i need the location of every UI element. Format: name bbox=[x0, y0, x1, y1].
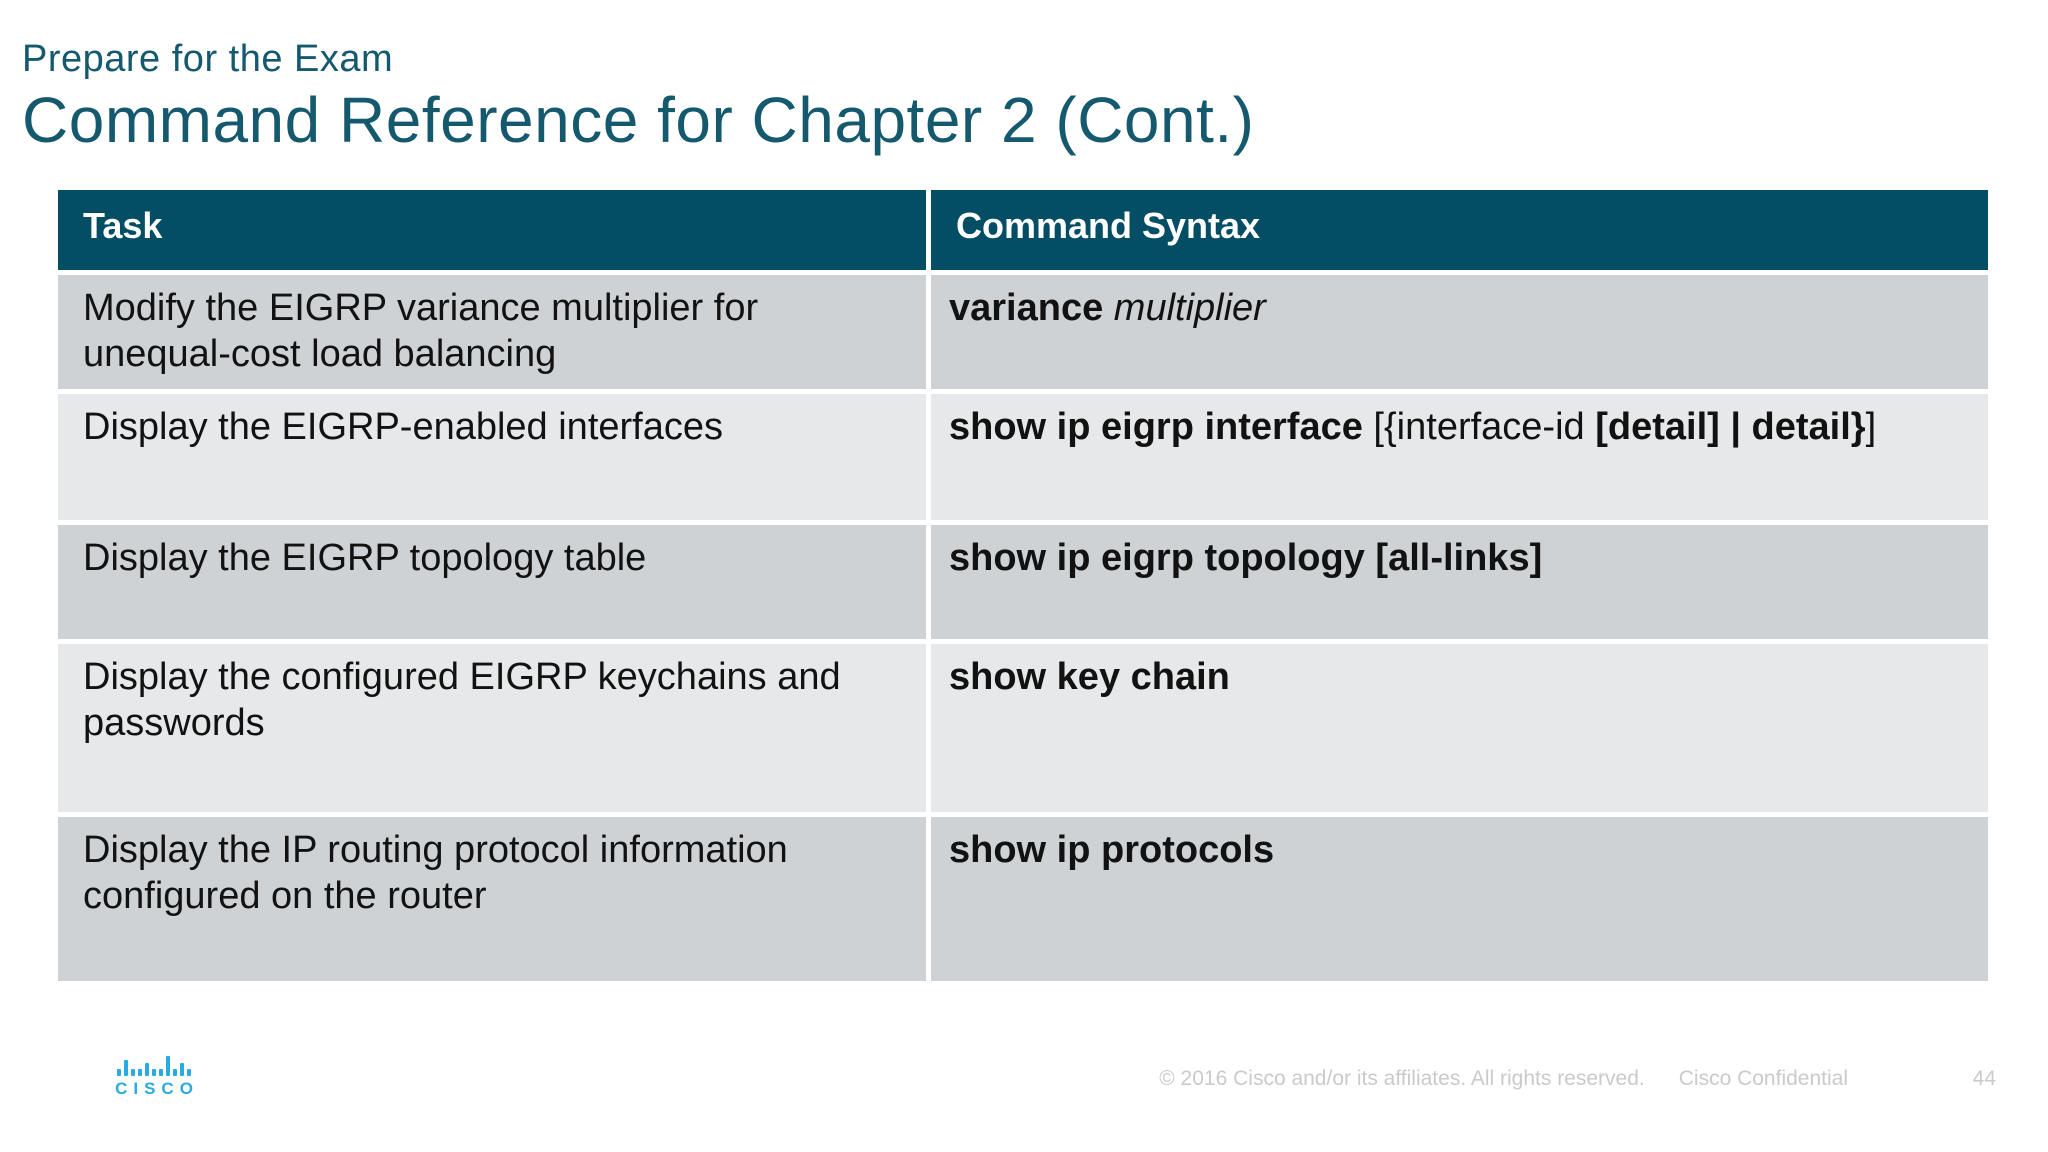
command-segment: [detail] | bbox=[1595, 406, 1741, 448]
command-segment: show ip eigrp topology [all-links] bbox=[949, 537, 1543, 579]
command-cell: variance multiplier bbox=[931, 275, 1988, 389]
cisco-logo-icon bbox=[108, 1054, 200, 1076]
cisco-logo-bar bbox=[117, 1069, 121, 1076]
command-cell: show key chain bbox=[931, 644, 1988, 812]
command-segment bbox=[1103, 287, 1114, 329]
cisco-logo-bar bbox=[180, 1063, 184, 1076]
task-cell: Modify the EIGRP variance multiplier for… bbox=[58, 275, 926, 389]
command-segment: variance bbox=[949, 287, 1104, 329]
task-cell: Display the configured EIGRP keychains a… bbox=[58, 644, 926, 812]
cisco-logo-bar bbox=[138, 1069, 142, 1076]
task-cell: Display the EIGRP-enabled interfaces bbox=[58, 394, 926, 520]
cisco-logo-bar bbox=[145, 1063, 149, 1076]
command-segment: [{interface-id bbox=[1362, 406, 1596, 448]
command-segment: show key chain bbox=[949, 656, 1230, 698]
table-row: Modify the EIGRP variance multiplier for… bbox=[58, 275, 1988, 389]
cisco-logo-bar bbox=[159, 1069, 163, 1076]
table-body: Modify the EIGRP variance multiplier for… bbox=[58, 275, 1988, 981]
command-segment: show ip protocols bbox=[949, 829, 1275, 871]
task-cell: Display the IP routing protocol informat… bbox=[58, 817, 926, 981]
command-segment: ] bbox=[1865, 406, 1877, 448]
slide-pretitle: Prepare for the Exam bbox=[22, 38, 394, 80]
title-block: Prepare for the Exam Command Reference f… bbox=[22, 36, 1254, 156]
table-header-row: Task Command Syntax bbox=[58, 190, 1988, 270]
cisco-logo-bar bbox=[152, 1069, 156, 1076]
header-cell-command-syntax: Command Syntax bbox=[931, 190, 1988, 270]
command-segment: multiplier bbox=[1113, 287, 1266, 329]
cisco-logo-text: CISCO bbox=[115, 1079, 199, 1098]
table-row: Display the EIGRP topology table show ip … bbox=[58, 525, 1988, 639]
footer-confidential: Cisco Confidential bbox=[1678, 1067, 1848, 1090]
footer: © 2016 Cisco and/or its affiliates. All … bbox=[1159, 1067, 1848, 1091]
command-cell: show ip eigrp interface [{interface-id [… bbox=[931, 394, 1988, 520]
cisco-logo: CISCO bbox=[108, 1054, 200, 1099]
cisco-logo-bar bbox=[173, 1069, 177, 1076]
page-number: 44 bbox=[1972, 1067, 1996, 1090]
command-segment: show ip eigrp interface bbox=[949, 406, 1363, 448]
command-segment: detail} bbox=[1751, 406, 1866, 448]
command-segment bbox=[1741, 406, 1752, 448]
table-row: Display the IP routing protocol informat… bbox=[58, 817, 1988, 981]
slide-title: Command Reference for Chapter 2 (Cont.) bbox=[22, 84, 1255, 156]
cisco-logo-bar bbox=[187, 1069, 191, 1076]
task-cell: Display the EIGRP topology table bbox=[58, 525, 926, 639]
table-row: Display the configured EIGRP keychains a… bbox=[58, 644, 1988, 812]
footer-copyright: © 2016 Cisco and/or its affiliates. All … bbox=[1159, 1067, 1645, 1090]
command-cell: show ip eigrp topology [all-links] bbox=[931, 525, 1988, 639]
command-reference-table: Task Command Syntax Modify the EIGRP var… bbox=[58, 190, 1988, 986]
cisco-logo-bar bbox=[166, 1056, 170, 1076]
cisco-logo-bar bbox=[131, 1069, 135, 1076]
header-cell-task: Task bbox=[58, 190, 926, 270]
command-cell: show ip protocols bbox=[931, 817, 1988, 981]
cisco-logo-bar bbox=[124, 1060, 128, 1076]
